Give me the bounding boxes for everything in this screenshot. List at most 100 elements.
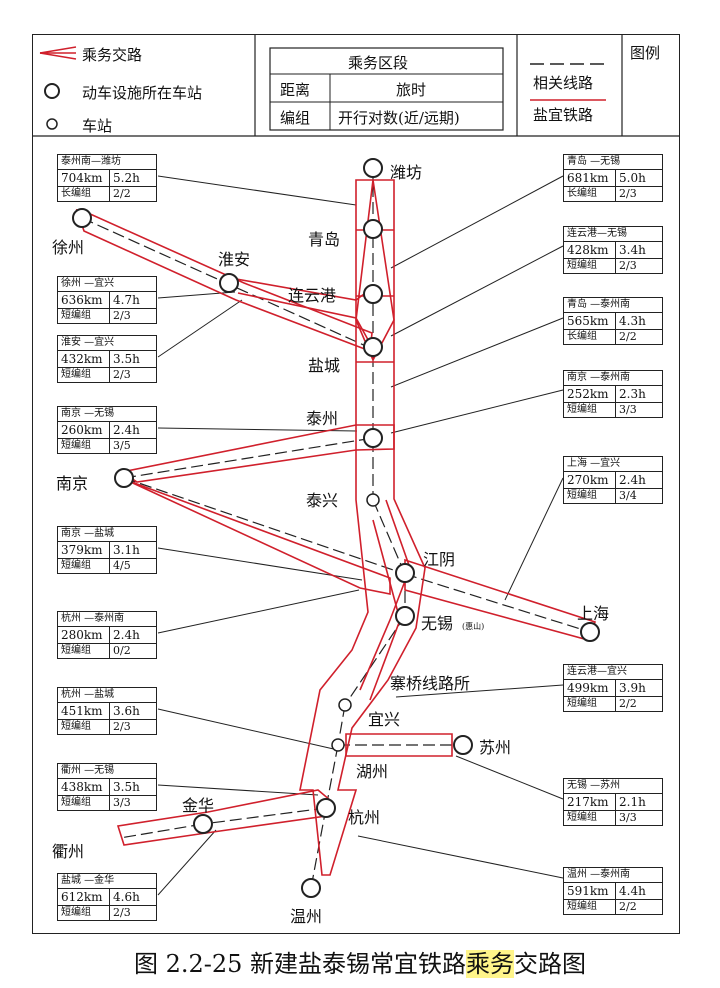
diagram-frame	[32, 34, 680, 934]
station-label-wuxi: 无锡	[421, 614, 454, 633]
station-label-zhaiqiao: 寨桥线路所	[390, 674, 471, 693]
route-time: 2.3h	[619, 387, 646, 401]
legend-depot-circle-icon	[44, 83, 60, 99]
route-box-title: 无锡 —苏州	[564, 779, 662, 794]
route-distance: 681km	[564, 170, 616, 186]
route-box-title: 盐城 —金华	[58, 874, 156, 889]
route-box-title: 南京 —泰州南	[564, 371, 662, 386]
route-formation: 短编组	[58, 309, 110, 323]
route-pairs: 2/3	[113, 368, 131, 381]
station-label-jinhua: 金华	[182, 796, 215, 815]
legend-station-circle-icon	[46, 118, 58, 130]
station-label-taixing: 泰兴	[306, 491, 339, 510]
route-formation: 短编组	[58, 368, 110, 382]
station-qingdao-circle	[363, 219, 383, 239]
route-formation: 长编组	[564, 330, 616, 344]
route-formation: 短编组	[58, 720, 110, 734]
route-formation: 短编组	[564, 489, 616, 503]
caption-suffix: 交路图	[514, 950, 587, 978]
route-box-title: 泰州南—潍坊	[58, 155, 156, 170]
route-box-title: 连云港—无锡	[564, 227, 662, 242]
station-hangzhou-circle	[316, 798, 336, 818]
station-wuxi-circle	[395, 606, 415, 626]
route-time: 3.5h	[113, 352, 140, 366]
station-label-weifang: 潍坊	[390, 163, 423, 182]
route-time: 5.0h	[619, 171, 646, 185]
station-label-nanjing: 南京	[56, 474, 89, 493]
route-distance: 280km	[58, 627, 110, 643]
route-pairs: 3/3	[619, 403, 637, 416]
route-pairs: 3/3	[113, 796, 131, 809]
route-pairs: 2/3	[113, 720, 131, 733]
route-time: 4.3h	[619, 314, 646, 328]
route-box-title: 杭州 —盐城	[58, 688, 156, 703]
route-time: 4.7h	[113, 293, 140, 307]
route-time: 5.2h	[113, 171, 140, 185]
formation-label: 编组	[280, 109, 311, 127]
route-box-title: 南京 —无锡	[58, 407, 156, 422]
station-huzhou-circle	[331, 738, 345, 752]
route-time: 3.6h	[113, 704, 140, 718]
station-shanghai-circle	[580, 622, 600, 642]
route-distance: 217km	[564, 794, 616, 810]
route-time: 3.9h	[619, 681, 646, 695]
station-label-quzhou: 衢州	[52, 842, 85, 861]
related-lines-label: 相关线路	[533, 74, 594, 92]
station-xuzhou-circle	[72, 208, 92, 228]
station-label-shanghai: 上海	[577, 604, 610, 623]
route-pairs: 3/4	[619, 489, 637, 502]
station-label-lianyungang: 连云港	[288, 286, 337, 305]
route-distance: 704km	[58, 170, 110, 186]
route-box-title: 青岛 —泰州南	[564, 298, 662, 313]
route-distance: 451km	[58, 703, 110, 719]
route-time: 3.1h	[113, 543, 140, 557]
route-box-title: 上海 —宜兴	[564, 457, 662, 472]
route-distance: 428km	[564, 242, 616, 258]
route-pairs: 3/5	[113, 439, 131, 452]
route-distance: 379km	[58, 542, 110, 558]
train-pairs-label: 开行对数(近/远期)	[338, 109, 460, 127]
route-box-title: 南京 —盐城	[58, 527, 156, 542]
legend-route-label: 乘务交路	[82, 46, 143, 64]
route-box-title: 连云港—宜兴	[564, 665, 662, 680]
route-time: 4.4h	[619, 884, 646, 898]
route-time: 2.4h	[113, 423, 140, 437]
route-formation: 长编组	[564, 187, 616, 201]
station-yancheng-circle	[363, 337, 383, 357]
station-lianyungang-circle	[363, 284, 383, 304]
route-pairs: 2/3	[619, 187, 637, 200]
station-wenzhou-circle	[301, 878, 321, 898]
route-box-title: 徐州 —宜兴	[58, 277, 156, 292]
route-distance: 591km	[564, 883, 616, 899]
station-huaian-circle	[219, 273, 239, 293]
caption-highlight: 乘务	[466, 950, 515, 978]
station-label-jiangyin: 江阴	[423, 550, 456, 569]
figure-caption: 图 2.2-25 新建盐泰锡常宜铁路乘务交路图	[0, 944, 720, 979]
route-time: 2.1h	[619, 795, 646, 809]
station-label-yancheng: 盐城	[308, 356, 341, 375]
route-distance: 636km	[58, 292, 110, 308]
station-label-yixing: 宜兴	[368, 710, 401, 729]
travel-time-label: 旅时	[396, 81, 427, 99]
route-formation: 短编组	[564, 403, 616, 417]
route-time: 3.5h	[113, 780, 140, 794]
route-formation: 短编组	[564, 900, 616, 914]
route-pairs: 2/2	[619, 697, 637, 710]
route-distance: 499km	[564, 680, 616, 696]
route-box-title: 杭州 —泰州南	[58, 612, 156, 627]
station-label-hangzhou: 杭州	[348, 808, 381, 827]
legend-route-symbol	[39, 46, 77, 60]
route-distance: 565km	[564, 313, 616, 329]
